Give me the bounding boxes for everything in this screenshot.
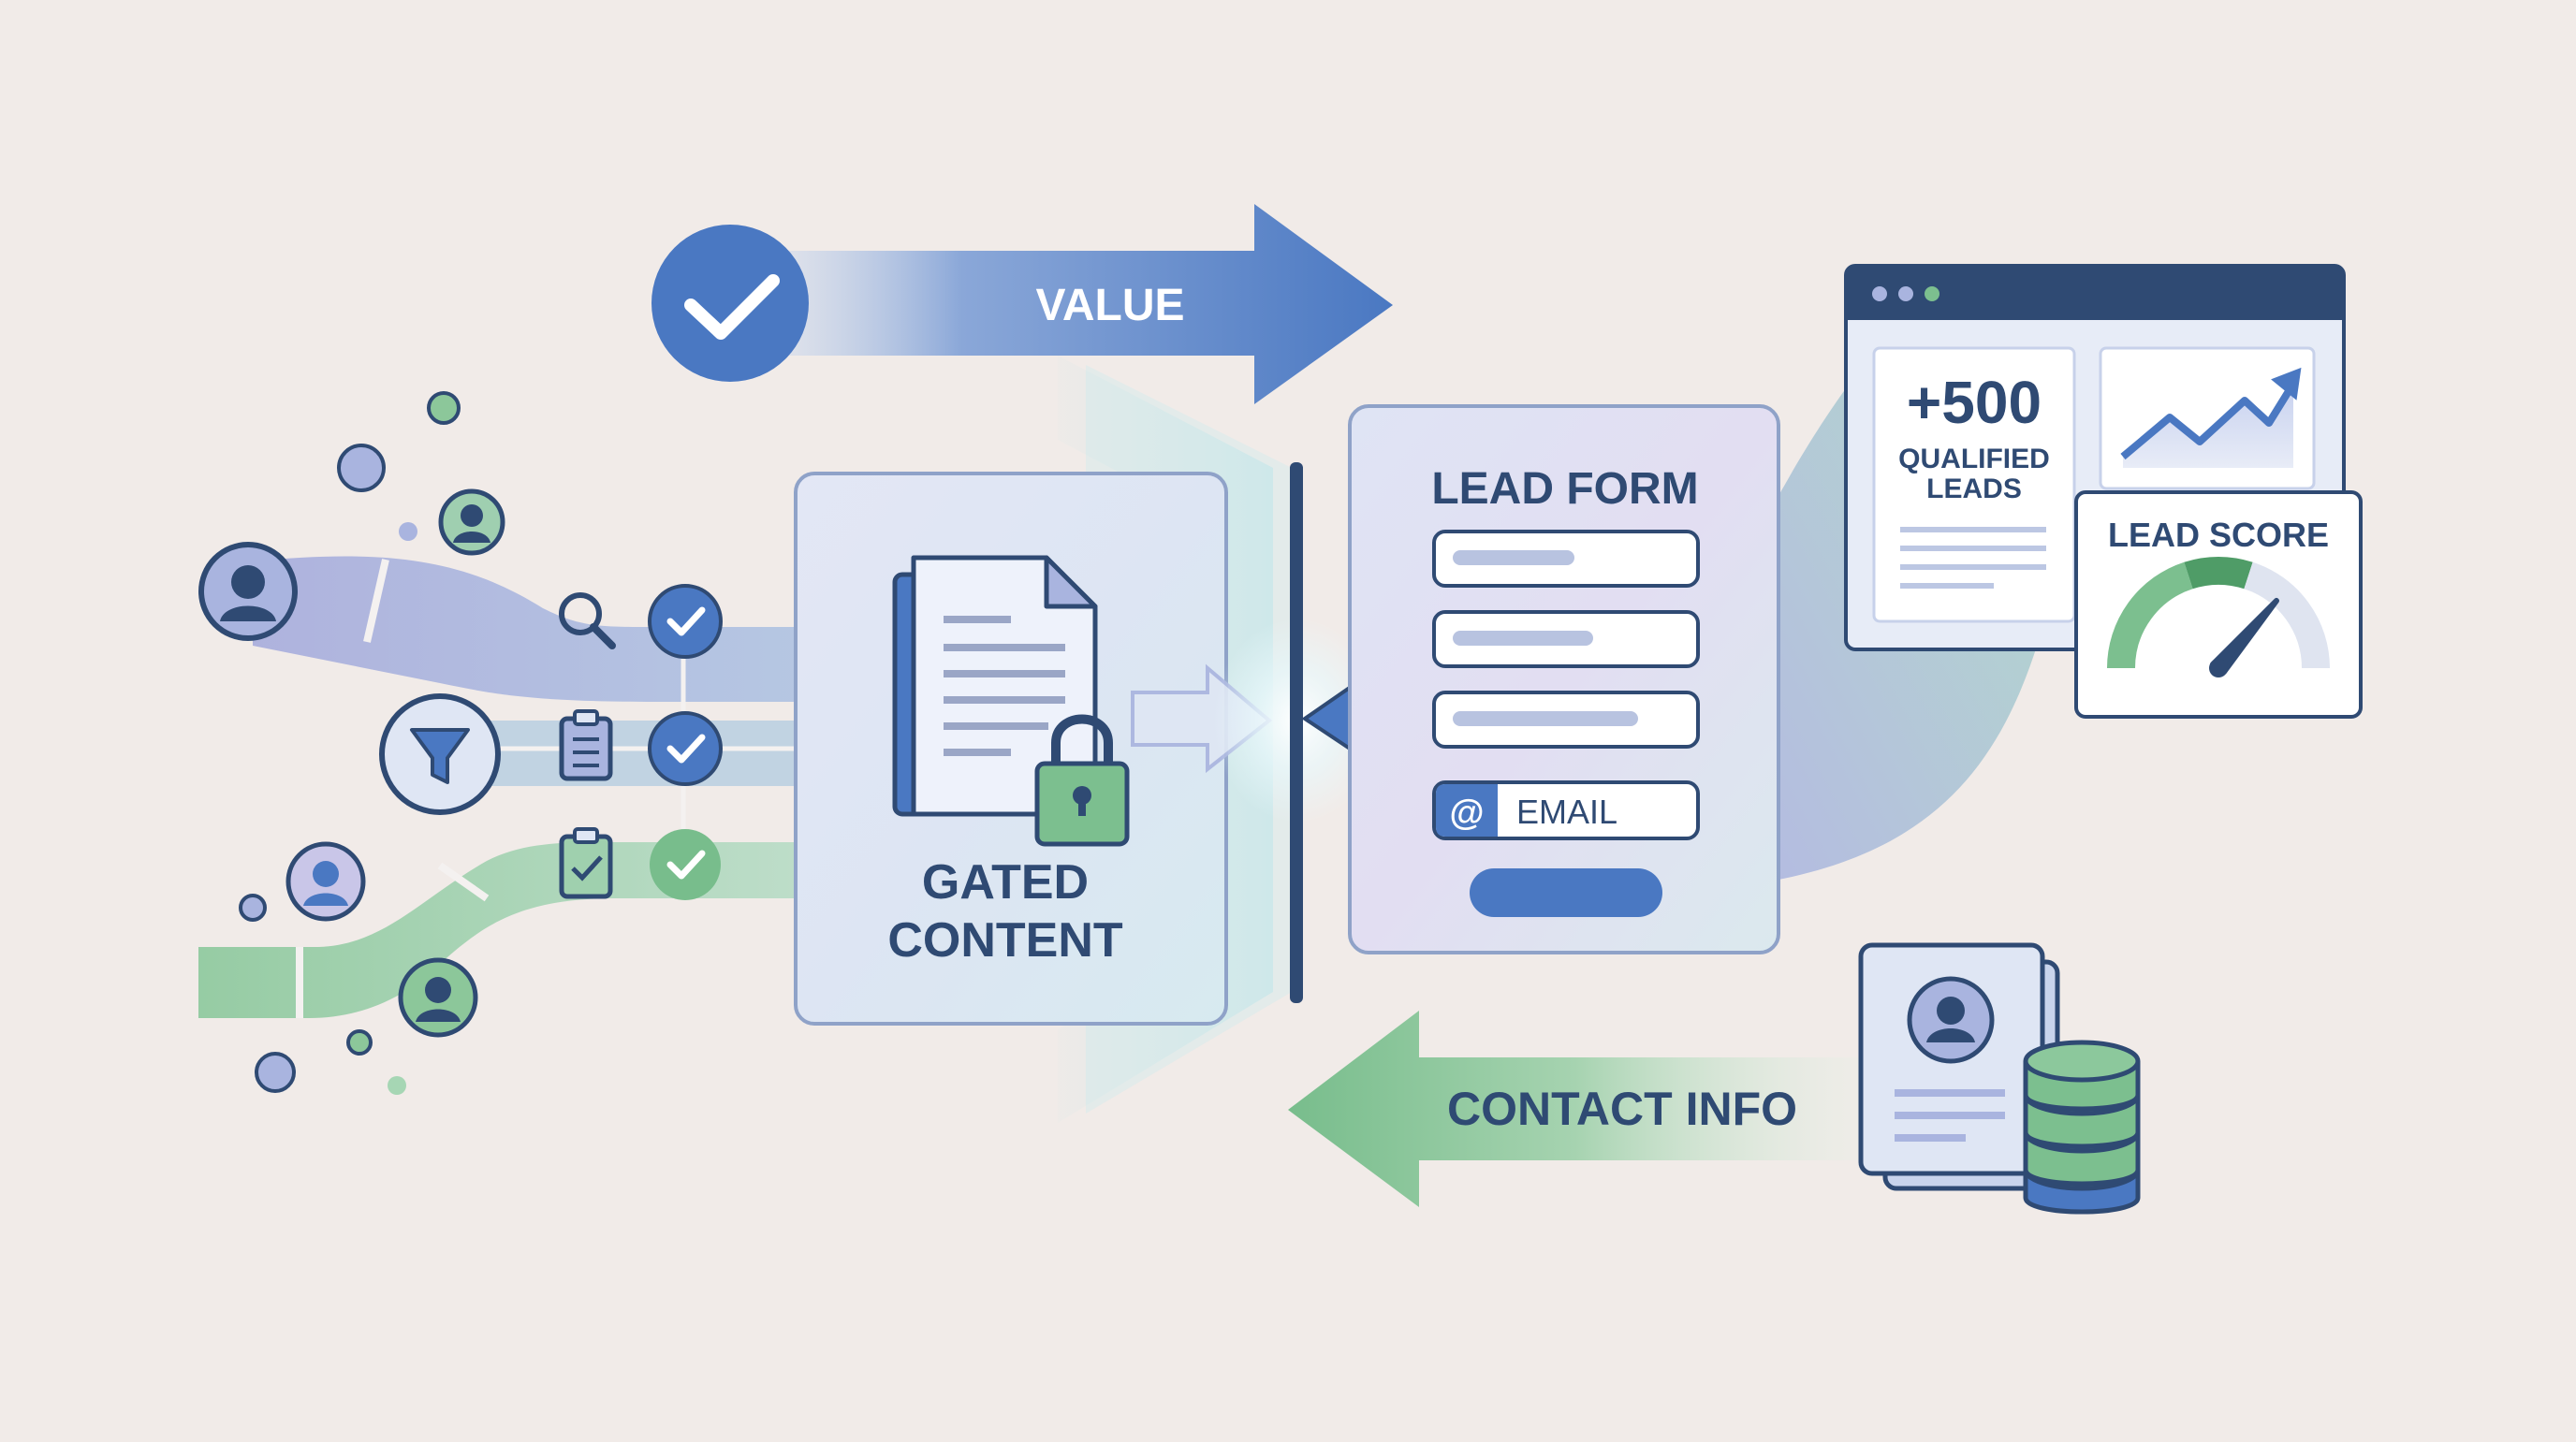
window-dot xyxy=(1898,286,1913,301)
user-avatar xyxy=(198,542,298,641)
dot xyxy=(399,522,417,541)
database-icon xyxy=(2023,1040,2141,1215)
gated-content-card: GATED CONTENT xyxy=(794,472,1228,1026)
submit-button[interactable] xyxy=(1470,868,1662,917)
email-at-icon: @ xyxy=(1449,794,1484,833)
dot xyxy=(337,444,386,492)
qualified-leads-panel xyxy=(1872,346,2076,623)
trend-up-arrow-icon xyxy=(2271,367,2302,401)
window-dot xyxy=(1925,286,1939,301)
contact-card-icon xyxy=(1858,942,2060,1191)
gated-content-title-line1: GATED xyxy=(922,855,1089,910)
contact-info-label: CONTACT INFO xyxy=(1447,1083,1797,1135)
trend-line xyxy=(2120,381,2297,460)
check-badge-icon xyxy=(651,225,809,382)
gate-bar xyxy=(1290,462,1303,1003)
clipboard-check-icon xyxy=(559,827,613,899)
dot xyxy=(346,1029,373,1056)
dot xyxy=(427,391,461,425)
stream-divider xyxy=(363,559,389,643)
value-label: VALUE xyxy=(1035,281,1184,330)
funnel-icon xyxy=(379,693,501,815)
user-avatar xyxy=(438,488,505,556)
stream-divider xyxy=(437,862,490,902)
dot xyxy=(255,1052,296,1093)
lock-icon xyxy=(1034,714,1130,847)
lead-score-title: LEAD SCORE xyxy=(2108,516,2329,554)
qualified-leads-value: +500 xyxy=(1907,369,2042,436)
middle-stream xyxy=(487,721,805,786)
lead-form-title: LEAD FORM xyxy=(1431,464,1698,514)
user-avatar xyxy=(285,841,366,922)
clipboard-list-icon xyxy=(559,709,613,781)
scattered-dots xyxy=(239,391,461,1095)
email-field[interactable]: @ EMAIL xyxy=(1432,780,1700,840)
qualified-leads-label-line1: QUALIFIED xyxy=(1898,444,2050,474)
user-avatar xyxy=(398,957,478,1038)
dot xyxy=(388,1076,406,1095)
lead-form-card: LEAD FORM @ EMAIL xyxy=(1348,404,1780,954)
lower-stream xyxy=(198,842,805,1018)
qualified-leads-label-line2: LEADS xyxy=(1926,473,2022,504)
contact-info-arrow: CONTACT INFO xyxy=(1288,1011,1863,1207)
check-circle-icon xyxy=(648,584,723,659)
gauge-icon xyxy=(2107,556,2330,677)
lead-score-card: LEAD SCORE xyxy=(2074,490,2363,719)
search-icon xyxy=(559,592,616,649)
value-arrow: VALUE xyxy=(651,204,1393,404)
upper-stream xyxy=(253,556,805,702)
gated-content-title-line2: CONTENT xyxy=(887,913,1123,968)
check-circle-icon xyxy=(648,711,723,786)
dot xyxy=(239,894,267,922)
email-label: EMAIL xyxy=(1516,793,1617,831)
window-dot xyxy=(1872,286,1887,301)
check-circle-icon xyxy=(650,829,721,900)
